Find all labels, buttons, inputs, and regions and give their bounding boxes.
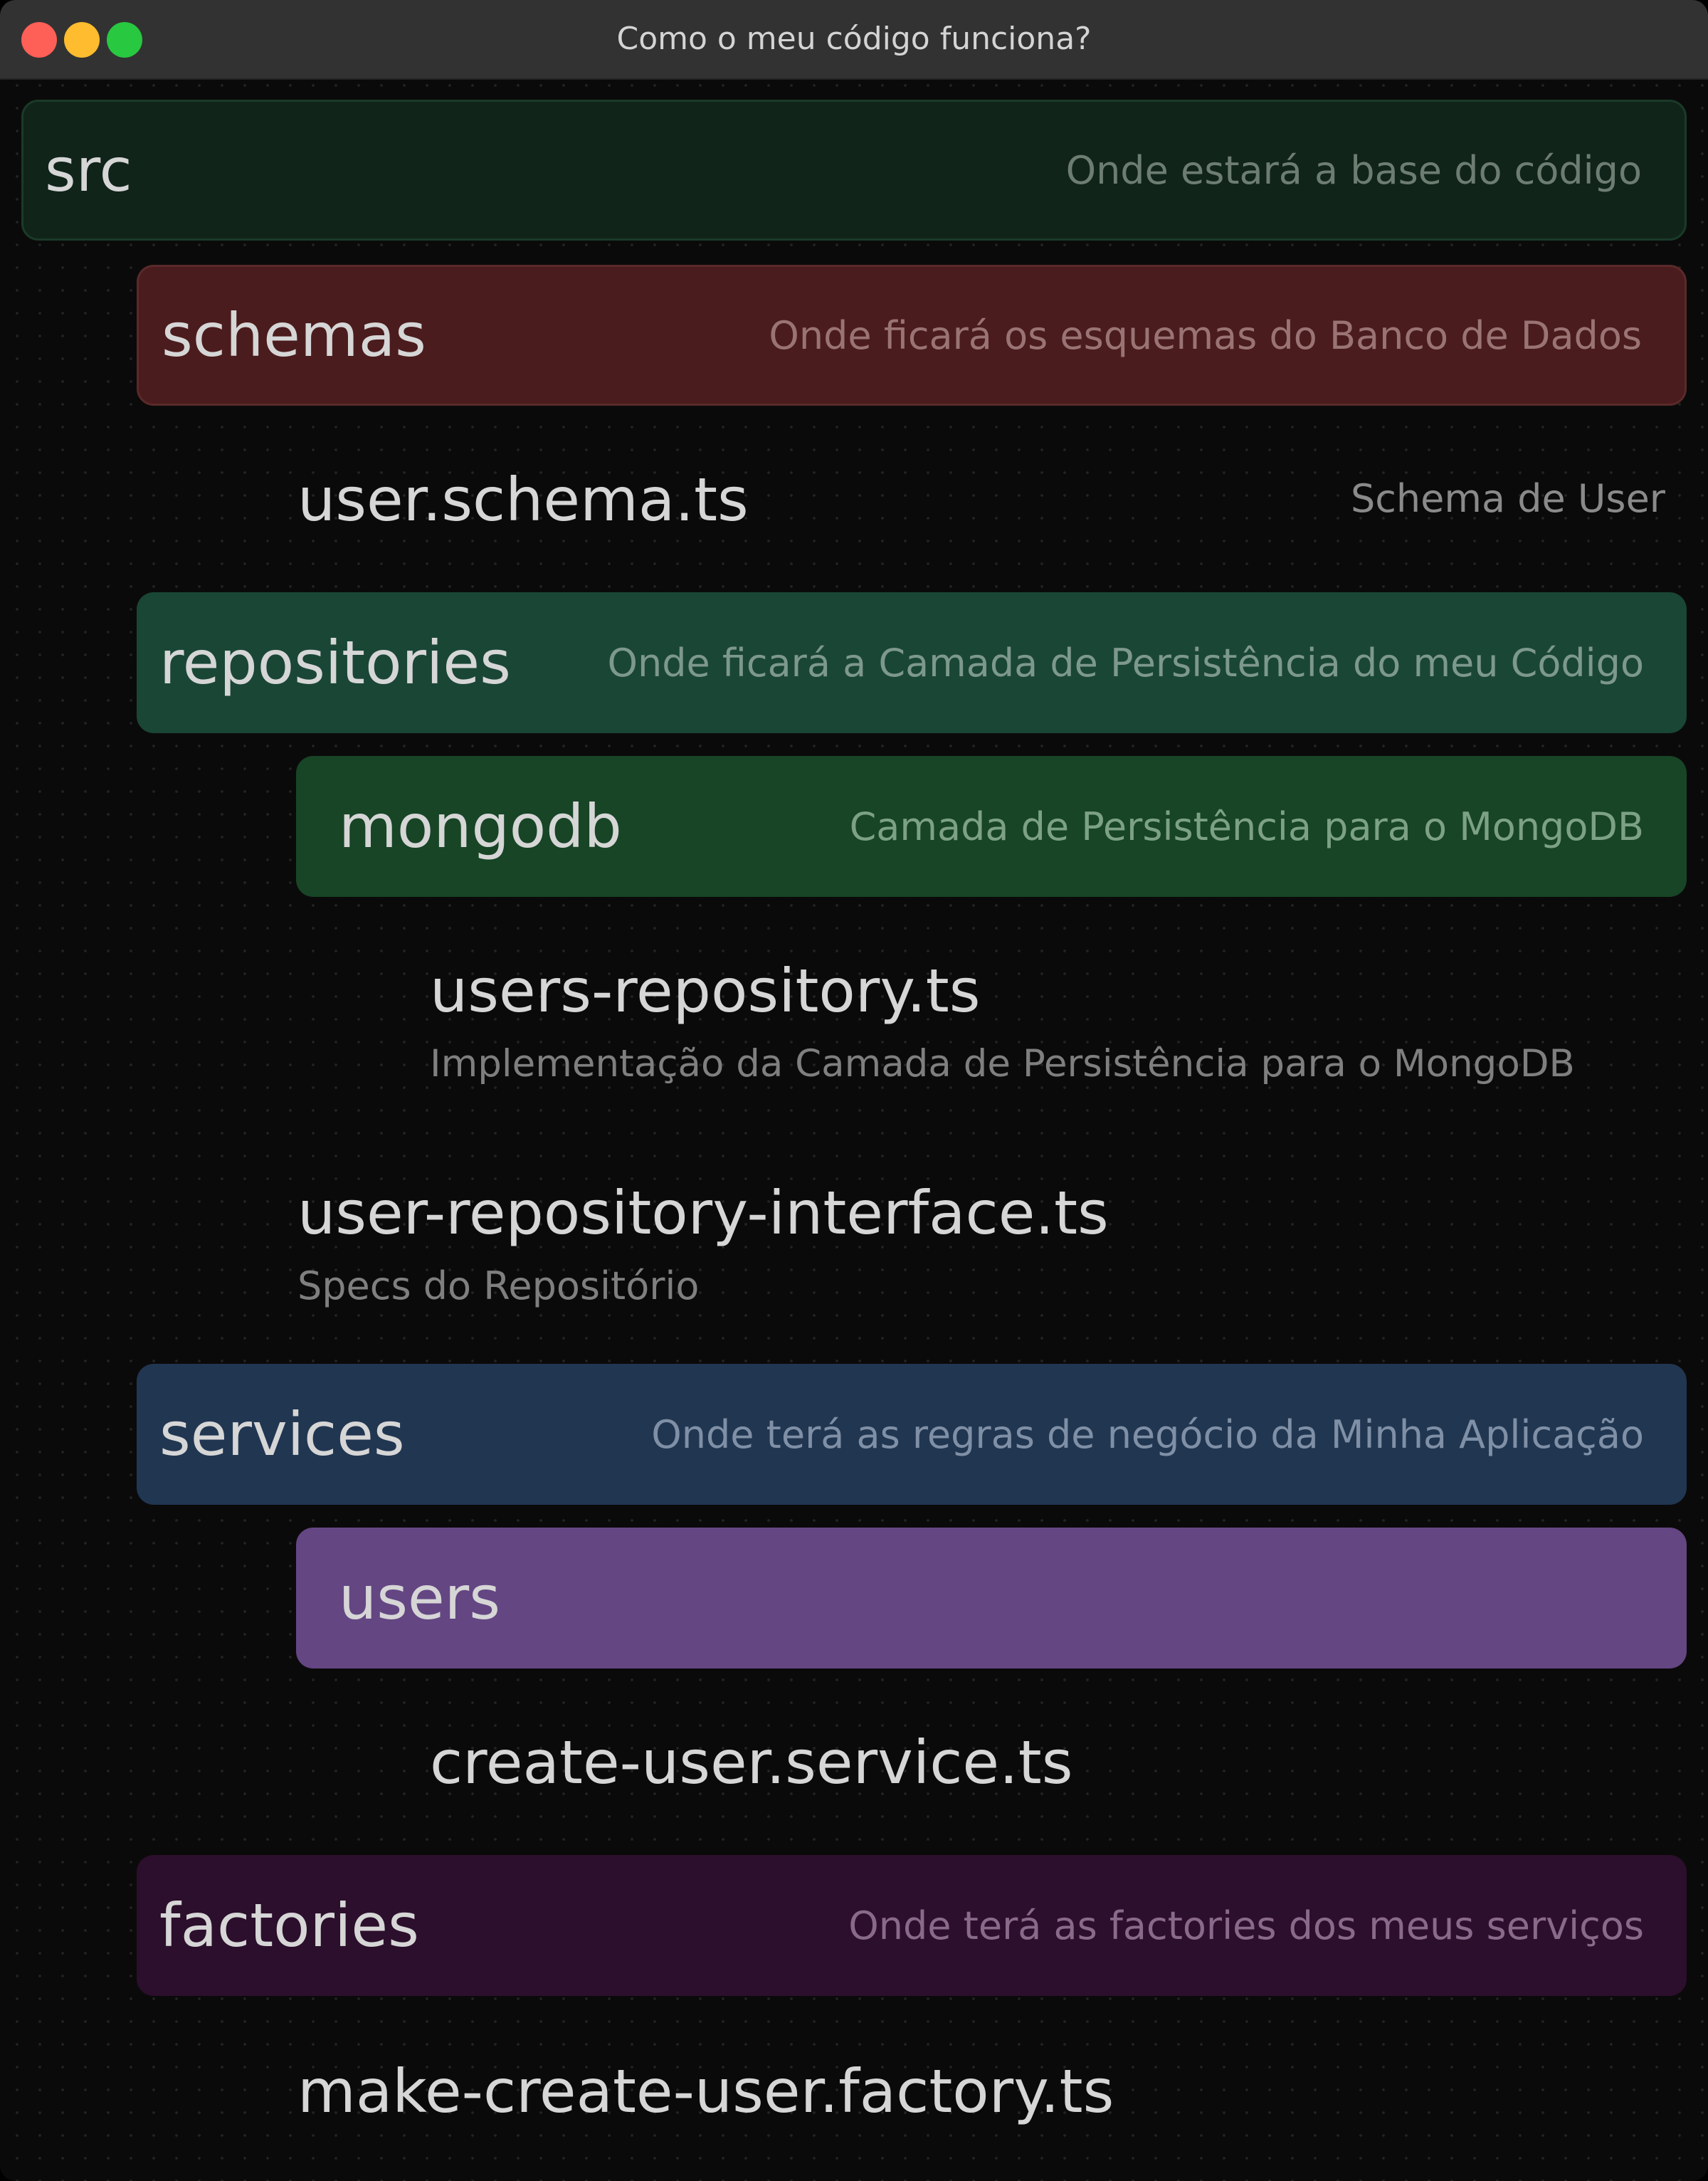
folder-mongodb[interactable]: mongodb Camada de Persistência para o Mo… [296,756,1687,897]
maximize-window-button[interactable] [107,22,142,58]
file-users-repository[interactable]: users-repository.ts [430,956,981,1026]
folder-description: Onde ficará os esquemas do Banco de Dado… [769,312,1642,358]
folder-name: mongodb [339,792,622,861]
folder-name: users [339,1563,500,1633]
folder-name: services [159,1399,405,1469]
file-user-schema[interactable]: user.schema.ts [297,465,749,535]
title-bar: Como o meu código funciona? [0,0,1708,80]
folder-src[interactable]: src Onde estará a base do código [21,100,1687,241]
folder-users[interactable]: users [296,1528,1687,1668]
folder-repositories[interactable]: repositories Onde ficará a Camada de Per… [137,592,1687,733]
window-title: Como o meu código funciona? [616,21,1092,57]
folder-name: schemas [162,300,426,370]
file-description: Specs do Repositório [297,1263,700,1308]
folder-services[interactable]: services Onde terá as regras de negócio … [137,1364,1687,1505]
close-window-button[interactable] [21,22,57,58]
folder-factories[interactable]: factories Onde terá as factories dos meu… [137,1855,1687,1996]
file-description: Schema de User [1350,476,1665,521]
folder-name: factories [159,1891,419,1960]
folder-description: Onde terá as regras de negócio da Minha … [651,1412,1644,1457]
folder-schemas[interactable]: schemas Onde ficará os esquemas do Banco… [137,265,1687,406]
folder-description: Onde terá as factories dos meus serviços [848,1903,1644,1948]
file-create-user-service[interactable]: create-user.service.ts [430,1728,1073,1797]
file-user-repository-interface[interactable]: user-repository-interface.ts [297,1178,1109,1248]
file-description: Implementação da Camada de Persistência … [430,1042,1575,1086]
file-make-create-user-factory[interactable]: make-create-user.factory.ts [297,2056,1114,2126]
folder-description: Onde ficará a Camada de Persistência do … [607,640,1644,685]
minimize-window-button[interactable] [64,22,100,58]
folder-description: Camada de Persistência para o MongoDB [849,804,1644,849]
folder-description: Onde estará a base do código [1065,147,1642,193]
folder-name: src [45,135,132,205]
folder-name: repositories [159,628,511,698]
